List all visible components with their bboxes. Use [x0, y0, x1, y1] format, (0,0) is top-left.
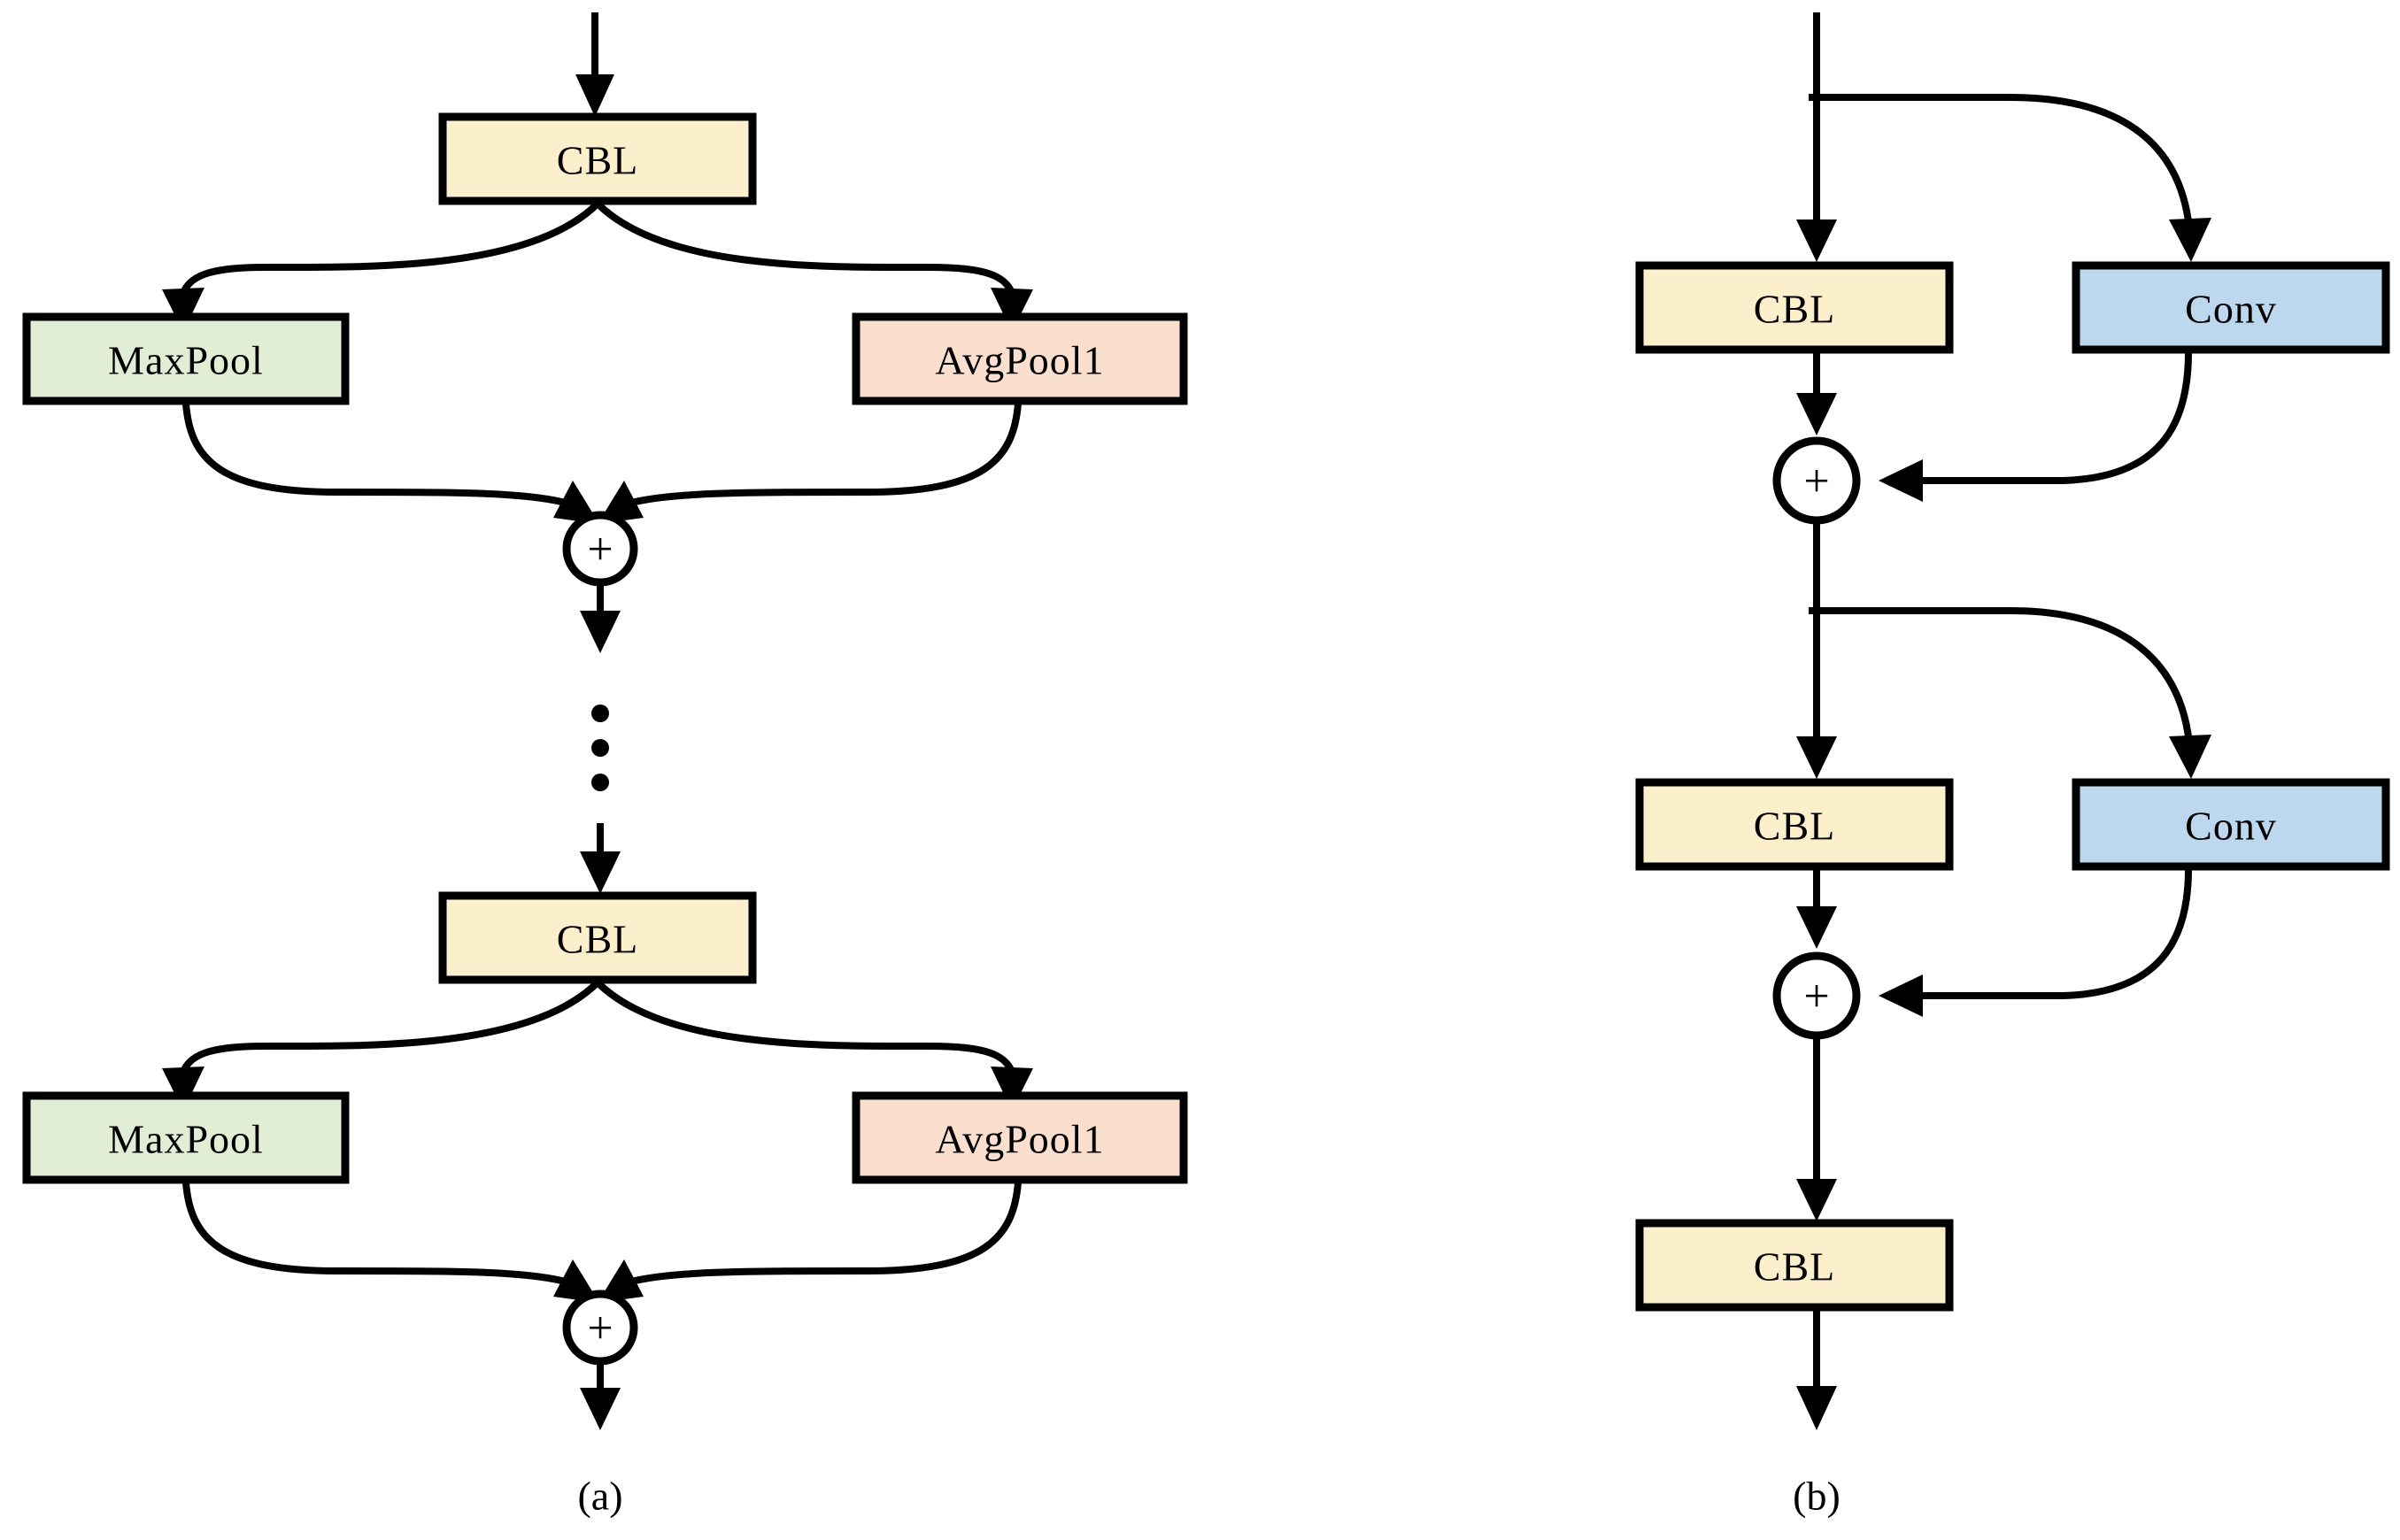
b-conv-2-rect[interactable] — [2072, 778, 2390, 871]
a-avgpool-2-label: AvgPool1 — [935, 1117, 1104, 1162]
b-cbl-1-label: CBL — [1754, 287, 1835, 332]
a-add-1-circle[interactable] — [562, 511, 638, 587]
edge-a-avgpool1-to-add1 — [598, 403, 1022, 524]
edge-a-add2-output — [580, 1363, 621, 1430]
b-conv-2-label: Conv — [2185, 804, 2277, 849]
panel-a-caption: (a) — [577, 1474, 622, 1519]
edge-a-add1-down — [580, 584, 621, 653]
panel-a: CBL MaxPool AvgPool1 — [22, 12, 1188, 1519]
node-a-maxpool-2[interactable]: MaxPool — [22, 1091, 350, 1184]
node-b-conv-1[interactable]: Conv — [2072, 261, 2390, 354]
edge-b-cbl3-output — [1796, 1310, 1837, 1430]
node-a-add-1[interactable]: + — [562, 511, 638, 587]
edge-input-to-cbl-1 — [575, 12, 614, 117]
node-b-add-2[interactable]: + — [1772, 951, 1861, 1040]
node-a-cbl-2[interactable]: CBL — [438, 891, 757, 984]
edge-a-cbl2-to-avgpool2 — [595, 980, 1033, 1111]
a-add-2-circle[interactable] — [562, 1290, 638, 1366]
edge-b-conv1-to-add1 — [1879, 351, 2192, 502]
a-cbl-2-rect[interactable] — [438, 891, 757, 984]
edge-b-add1-to-cbl2 — [1796, 521, 1837, 779]
edge-b-shortcut2-to-conv2 — [1809, 607, 2211, 779]
edge-a-cbl2-to-maxpool2 — [162, 980, 600, 1111]
a-cbl-1-rect[interactable] — [438, 112, 757, 205]
node-a-cbl-1[interactable]: CBL — [438, 112, 757, 205]
edge-b-shortcut1-to-conv1 — [1809, 94, 2211, 262]
a-avgpool-1-label: AvgPool1 — [935, 338, 1104, 383]
node-a-avgpool-2[interactable]: AvgPool1 — [852, 1091, 1188, 1184]
edge-b-cbl2-to-add2 — [1796, 869, 1837, 949]
b-conv-1-label: Conv — [2185, 287, 2277, 332]
edge-b-input-to-cbl1 — [1796, 12, 1837, 262]
b-cbl-2-rect[interactable] — [1635, 778, 1954, 871]
panel-b-caption: (b) — [1793, 1474, 1841, 1519]
a-avgpool-2-rect[interactable] — [852, 1091, 1188, 1184]
a-maxpool-2-label: MaxPool — [108, 1117, 264, 1162]
a-maxpool-2-rect[interactable] — [22, 1091, 350, 1184]
panel-b: CBL Conv + — [1635, 12, 2390, 1519]
a-cbl-1-label: CBL — [557, 138, 638, 183]
node-b-cbl-3[interactable]: CBL — [1635, 1219, 1954, 1312]
b-add-1-circle[interactable] — [1772, 436, 1861, 525]
a-maxpool-1-rect[interactable] — [22, 312, 350, 405]
edge-b-cbl1-to-add1 — [1796, 352, 1837, 435]
b-cbl-3-rect[interactable] — [1635, 1219, 1954, 1312]
b-add-2-label: + — [1803, 972, 1829, 1022]
node-a-add-2[interactable]: + — [562, 1290, 638, 1366]
edge-a-maxpool2-to-add2 — [182, 1182, 599, 1303]
node-b-conv-2[interactable]: Conv — [2072, 778, 2390, 871]
a-ellipsis — [591, 705, 609, 791]
node-b-cbl-1[interactable]: CBL — [1635, 261, 1954, 354]
node-b-cbl-2[interactable]: CBL — [1635, 778, 1954, 871]
node-a-maxpool-1[interactable]: MaxPool — [22, 312, 350, 405]
b-add-1-label: + — [1803, 457, 1829, 507]
a-cbl-2-label: CBL — [557, 917, 638, 962]
b-add-2-circle[interactable] — [1772, 951, 1861, 1040]
b-cbl-1-rect[interactable] — [1635, 261, 1954, 354]
edge-a-cbl1-to-avgpool1 — [595, 201, 1033, 332]
b-cbl-2-label: CBL — [1754, 804, 1835, 849]
a-avgpool-1-rect[interactable] — [852, 312, 1188, 405]
a-add-1-label: + — [587, 525, 613, 575]
node-b-add-1[interactable]: + — [1772, 436, 1861, 525]
node-a-avgpool-1[interactable]: AvgPool1 — [852, 312, 1188, 405]
b-cbl-3-label: CBL — [1754, 1244, 1835, 1290]
edge-b-add2-to-cbl3 — [1796, 1036, 1837, 1221]
a-maxpool-1-label: MaxPool — [108, 338, 264, 383]
b-conv-1-rect[interactable] — [2072, 261, 2390, 354]
edge-a-cbl1-to-maxpool1 — [162, 201, 600, 332]
a-add-2-label: + — [587, 1304, 613, 1354]
edge-a-avgpool2-to-add2 — [598, 1182, 1022, 1303]
edge-b-conv2-to-add2 — [1879, 868, 2192, 1017]
edge-a-maxpool1-to-add1 — [182, 403, 599, 524]
edge-a-ellipsis-to-cbl2 — [580, 823, 621, 894]
